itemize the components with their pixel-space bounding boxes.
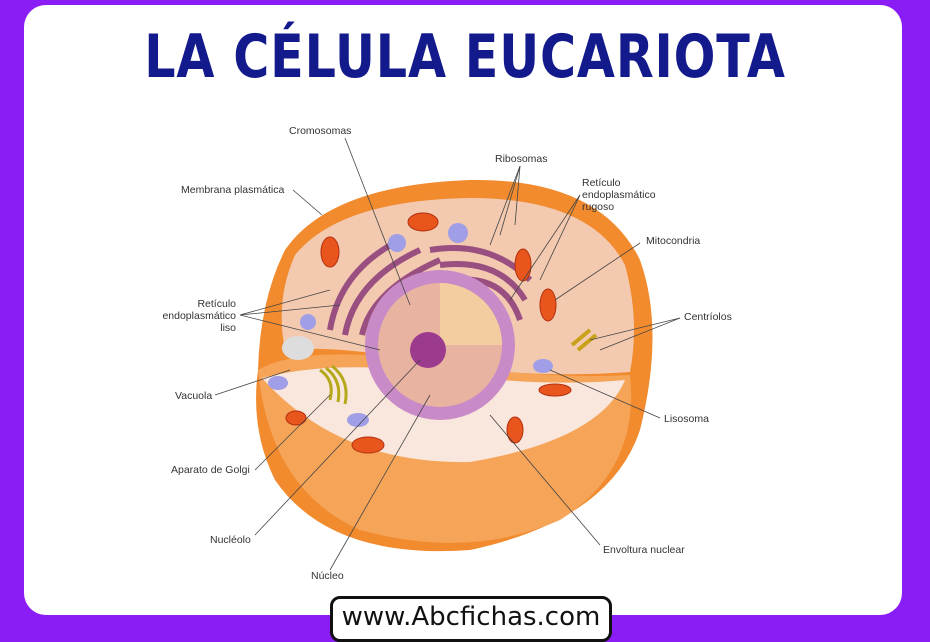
label-membrana: Membrana plasmática (181, 184, 285, 196)
label-envoltura: Envoltura nuclear (603, 544, 685, 556)
lysosomes (268, 223, 553, 427)
label-vacuola: Vacuola (175, 390, 213, 402)
nucleolus (410, 332, 446, 368)
centrioles (570, 328, 598, 352)
label-centriolos: Centríolos (684, 311, 732, 323)
label-mitocondria: Mitocondria (646, 235, 701, 247)
label-nucleolo: Nucléolo (210, 534, 251, 546)
leader-lines (214, 137, 681, 571)
eukaryotic-cell-illustration (214, 137, 681, 571)
vacuole (282, 336, 314, 360)
golgi (319, 364, 348, 405)
label-nucleo: Núcleo (311, 570, 344, 582)
label-ribosomas: Ribosomas (495, 153, 548, 165)
label-cromosomas: Cromosomas (289, 125, 352, 137)
page-title: LA CÉLULA EUCARIOTA (144, 22, 786, 92)
label-golgi: Aparato de Golgi (171, 464, 250, 476)
label-lisosoma: Lisosoma (664, 413, 709, 425)
mitochondria (285, 212, 572, 454)
website-url[interactable]: www.Abcfichas.com (330, 596, 612, 642)
